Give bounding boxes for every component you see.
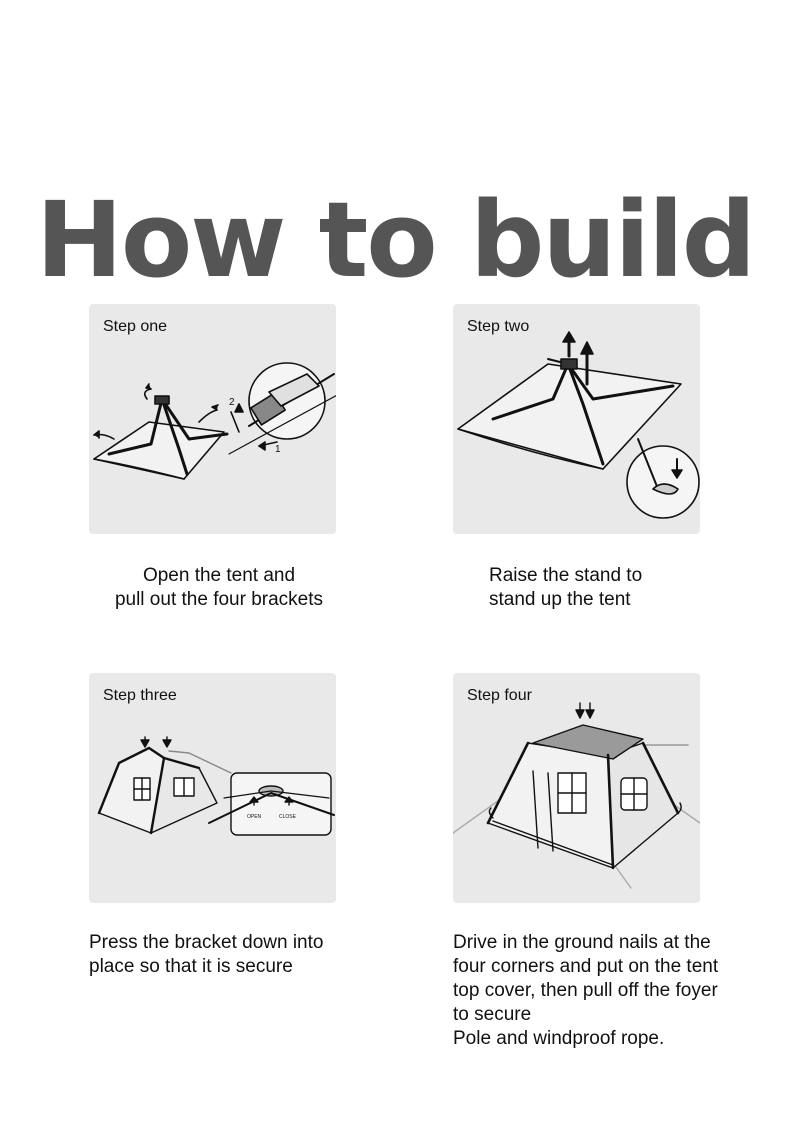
step-four-caption-line: top cover, then pull off the foyer [453, 980, 718, 1001]
step-four-label: Step four [467, 687, 532, 704]
step-two-caption-line: Raise the stand to [489, 565, 643, 586]
step-three-caption-line: place so that it is secure [89, 956, 293, 977]
step-four-illustration [453, 702, 700, 889]
step-three-annotation-open: OPEN [247, 814, 262, 820]
step-one-illustration: 2 1 [93, 362, 336, 480]
step-four-caption: Drive in the ground nails at the four co… [453, 931, 718, 1051]
step-three-caption: Press the bracket down into place so tha… [89, 931, 323, 979]
step-four-caption-line: Pole and windproof rope. [453, 1028, 665, 1049]
step-one-label: Step one [103, 318, 168, 335]
step-two-caption-line: stand up the tent [489, 589, 631, 610]
step-four-caption-line: to secure [453, 1004, 532, 1025]
step-two-label: Step two [467, 318, 530, 335]
step-one-caption-line: Open the tent and [142, 565, 296, 586]
step-one-caption-line: pull out the four brackets [114, 589, 324, 610]
step-one-panel: 2 1 Step one [89, 304, 336, 534]
page-title: How to build [35, 178, 756, 301]
step-two-panel: Step two [453, 304, 700, 534]
step-three-label: Step three [103, 687, 177, 704]
step-two-caption: Raise the stand to stand up the tent [489, 564, 642, 612]
step-three-caption-line: Press the bracket down into [89, 932, 324, 953]
step-one-annotation-1: 1 [275, 444, 281, 455]
step-three-panel: OPEN CLOSE Step three [89, 673, 336, 903]
step-one-annotation-2: 2 [229, 397, 235, 408]
step-four-caption-line: Drive in the ground nails at the [453, 932, 711, 953]
step-three-annotation-close: CLOSE [279, 814, 297, 820]
step-four-panel: Step four [453, 673, 700, 903]
step-two-illustration [457, 331, 700, 519]
step-one-caption: Open the tent and pull out the four brac… [104, 564, 334, 612]
step-three-illustration: OPEN CLOSE [97, 736, 335, 836]
step-four-caption-line: four corners and put on the tent [453, 956, 719, 977]
